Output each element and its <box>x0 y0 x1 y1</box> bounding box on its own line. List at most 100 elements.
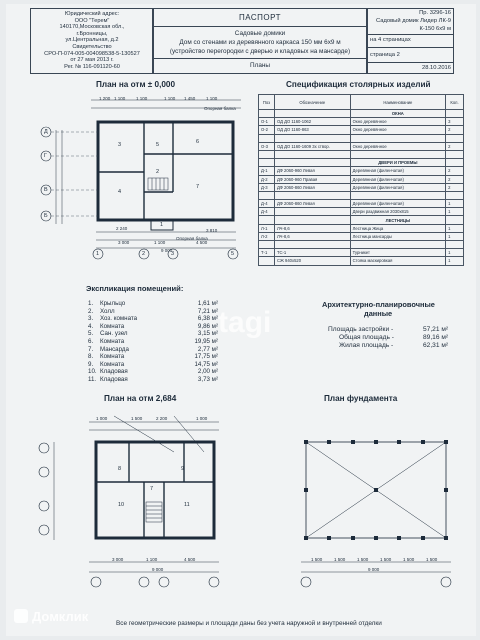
spec-col-header: Наименование <box>349 94 447 110</box>
company-line: СРО-П-074-005-004098538-5-130527 <box>44 50 140 57</box>
dim-bottom: 4 500 <box>184 557 196 562</box>
dim-top: 1 500 <box>131 416 143 421</box>
arch-label: Площадь застройки - <box>328 326 394 333</box>
dim-bottom: 1 500 <box>311 557 323 562</box>
company-line: ул.Центральная, д.2 <box>65 37 119 44</box>
dim-top: 1 450 <box>184 96 196 101</box>
dim-total: 9 000 <box>368 567 380 572</box>
page-number: страница 2 <box>370 52 400 58</box>
dim-bottom: 3 810 <box>206 228 218 233</box>
dim-overall: 3 000 <box>118 240 130 245</box>
foundation-title: План фундамента <box>324 394 398 403</box>
axis-number: 3 <box>171 251 175 257</box>
axis-letter: Б <box>44 213 48 219</box>
spec-col-header: Кол. <box>445 94 464 110</box>
spec-col-header: Поз <box>258 94 275 110</box>
dim-bottom: 1 100 <box>146 557 158 562</box>
company-line: Свидетельство <box>72 43 112 50</box>
room-number: 5 <box>156 142 160 148</box>
room-number: 3 <box>118 142 122 148</box>
company-line: г.Бронницы, <box>76 30 108 37</box>
room-number: 11 <box>184 502 190 508</box>
spec-section: ДВЕРИ И ПРОЕМЫ <box>349 158 447 168</box>
dim-overall: 1 100 <box>154 240 166 245</box>
foundation-plan <box>300 440 452 588</box>
axis-letter: Г <box>44 153 47 159</box>
arch-label: Общая площадь - <box>339 334 394 341</box>
company-block: Юридический адрес: ООО "Терем" 140170,Мо… <box>30 8 154 74</box>
axis-number: 5 <box>231 251 235 257</box>
dim-top: 1 000 <box>96 416 108 421</box>
doc-title: ПАСПОРТ <box>238 13 282 22</box>
company-line: ООО "Терем" <box>74 17 110 24</box>
room-number: 1 <box>160 222 164 228</box>
dim-top: 1 100 <box>206 96 218 101</box>
arch-value: 62,31 м² <box>423 342 449 349</box>
room-number: 2 <box>156 169 160 175</box>
ground-plan-title: План на отм ± 0,000 <box>96 80 176 89</box>
dim-bottom: 1 500 <box>357 557 369 562</box>
dim-total: 9 000 <box>161 248 173 253</box>
dim-bottom: 1 500 <box>403 557 415 562</box>
dim-top: 1 100 <box>136 96 148 101</box>
doc-date: 28.10.2016 <box>421 65 451 71</box>
company-line: Рег. № 116-091120-60 <box>64 63 120 70</box>
dim-top: 1 000 <box>196 416 208 421</box>
dim-total: 9 000 <box>152 567 164 572</box>
arch-value: 57,21 м² <box>423 326 449 333</box>
doc-subtitle-4: Планы <box>250 62 270 69</box>
arch-title-2: данные <box>364 309 393 318</box>
room-number: 7 <box>150 486 154 492</box>
arch-label: Жилая площадь - <box>339 342 394 349</box>
title-block: ПАСПОРТ Садовые домики Дом со стенами из… <box>152 8 368 74</box>
spec-section: ЛЕСТНИЦЫ <box>349 215 447 225</box>
axis-number: 1 <box>96 251 100 257</box>
company-line: Юридический адрес: <box>64 11 120 17</box>
axis-letter: В <box>44 187 48 193</box>
room-number: 9 <box>181 466 185 472</box>
dim-top: 2 200 <box>156 416 168 421</box>
dim-bottom: 1 500 <box>334 557 346 562</box>
watermark-text: tagi <box>218 306 272 339</box>
dim-overall: 4 500 <box>196 240 208 245</box>
beam-label-top: Опорная балка <box>204 106 236 111</box>
room-number: 7 <box>196 184 200 190</box>
brand-logo: Домклик <box>14 606 88 626</box>
room-number: 4 <box>118 189 122 195</box>
dim-bottom: 1 500 <box>426 557 438 562</box>
beam-label-bottom: Опорная балка <box>176 236 208 241</box>
stamp-block: Пр. 3296-16 Садовый домик Лидер ЛК-9 К-1… <box>366 8 454 74</box>
dim-bottom: 1 500 <box>380 557 392 562</box>
footer-note: Все геометрические размеры и площади дан… <box>116 620 382 627</box>
project-model: К-150 6х9 м <box>419 26 451 32</box>
document-sheet: Юридический адрес: ООО "Терем" 140170,Мо… <box>6 4 476 636</box>
axis-number: 2 <box>142 251 146 257</box>
house-icon <box>14 609 28 623</box>
doc-subtitle-3: (устройство перегородки с дверью и кладо… <box>169 48 351 55</box>
dim-top: 1 100 <box>114 96 126 101</box>
ground-floor-plan <box>40 99 241 260</box>
upper-floor-plan <box>38 415 220 588</box>
dim-bottom: 2 240 <box>116 226 128 231</box>
dim-top: 1 100 <box>164 96 176 101</box>
dim-bottom: 3 000 <box>112 557 124 562</box>
spec-section: ОКНА <box>349 108 447 119</box>
company-line: 140170,Московская обл., <box>59 24 125 31</box>
